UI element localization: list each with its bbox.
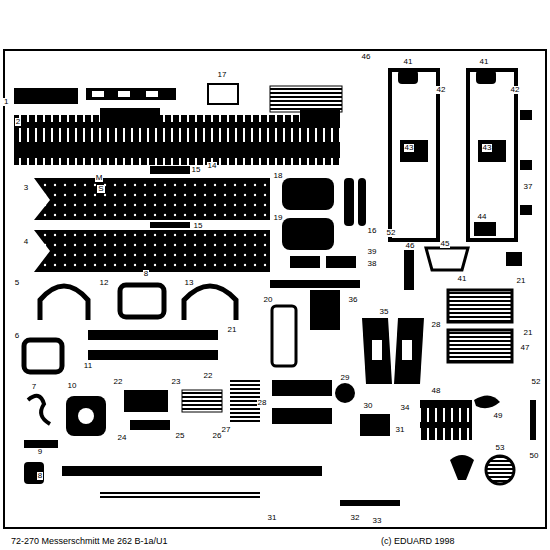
part-number: 42 (510, 86, 521, 94)
fret-caption: (c) EDUARD 1998 (380, 537, 456, 546)
part-number: 22 (203, 372, 214, 380)
part-number: 8 (143, 270, 149, 278)
part-number: 46 (361, 53, 372, 61)
part-number: 21 (516, 277, 527, 285)
part-number: 9 (37, 448, 43, 456)
part-number: 27 (221, 426, 232, 434)
part-number: 39 (367, 248, 378, 256)
part-number: 10 (67, 382, 78, 390)
part-number: 46 (405, 242, 416, 250)
part-number: 52 (531, 378, 542, 386)
part-number: 44 (477, 213, 488, 221)
part-number: 4 (23, 238, 29, 246)
part-number: 25 (175, 432, 186, 440)
part-number: 5 (14, 279, 20, 287)
part-number: 42 (436, 86, 447, 94)
part-number: 21 (227, 326, 238, 334)
part-number: 22 (113, 378, 124, 386)
part-number: 21 (523, 329, 534, 337)
part-number: 50 (529, 452, 540, 460)
part-number: 37 (523, 183, 534, 191)
part-number: 15 (193, 222, 204, 230)
part-number: 11 (83, 362, 93, 370)
part-number: 36 (348, 296, 359, 304)
part-number: 29 (340, 374, 351, 382)
part-number: 7 (31, 383, 37, 391)
part-number: 6 (14, 332, 20, 340)
part-number: 28 (257, 399, 268, 407)
part-number: 53 (495, 444, 506, 452)
part-number: 24 (117, 434, 128, 442)
part-number: 20 (263, 296, 274, 304)
part-number: 52 (386, 229, 397, 237)
part-number: 12 (99, 279, 110, 287)
part-number: 49 (493, 412, 504, 420)
part-number: 31 (395, 426, 406, 434)
part-number: 28 (431, 321, 442, 329)
part-number: 34 (400, 404, 411, 412)
part-number: 47 (520, 344, 531, 352)
part-number: 41 (457, 275, 468, 283)
part-number: 23 (171, 378, 182, 386)
part-number: 19 (273, 214, 284, 222)
part-number: 3 (23, 184, 29, 192)
part-number: 2 (15, 118, 21, 126)
part-number: 33 (372, 517, 383, 525)
part-number: 43 (482, 144, 493, 152)
part-number: 32 (350, 514, 361, 522)
part-number: 14 (207, 162, 218, 170)
part-number: 16 (367, 227, 378, 235)
part-number: 43 (404, 144, 415, 152)
part-number: 15 (191, 166, 202, 174)
part-number: 48 (431, 387, 442, 395)
part-number: 41 (479, 58, 490, 66)
part-number: 31 (267, 514, 278, 522)
part-number: 1 (3, 98, 9, 106)
part-number: 8 (37, 472, 43, 480)
part-number: 45 (440, 240, 451, 248)
part-number: 38 (367, 260, 378, 268)
part-number: 17 (217, 71, 228, 79)
part-number: 13 (184, 279, 195, 287)
part-number: 30 (363, 402, 374, 410)
part-number: 41 (403, 58, 414, 66)
part-number: 18 (273, 172, 284, 180)
part-number: 35 (379, 308, 390, 316)
part-number: S (97, 185, 104, 193)
fret-caption: 72-270 Messerschmitt Me 262 B-1a/U1 (10, 537, 169, 546)
part-number: M (95, 174, 104, 182)
